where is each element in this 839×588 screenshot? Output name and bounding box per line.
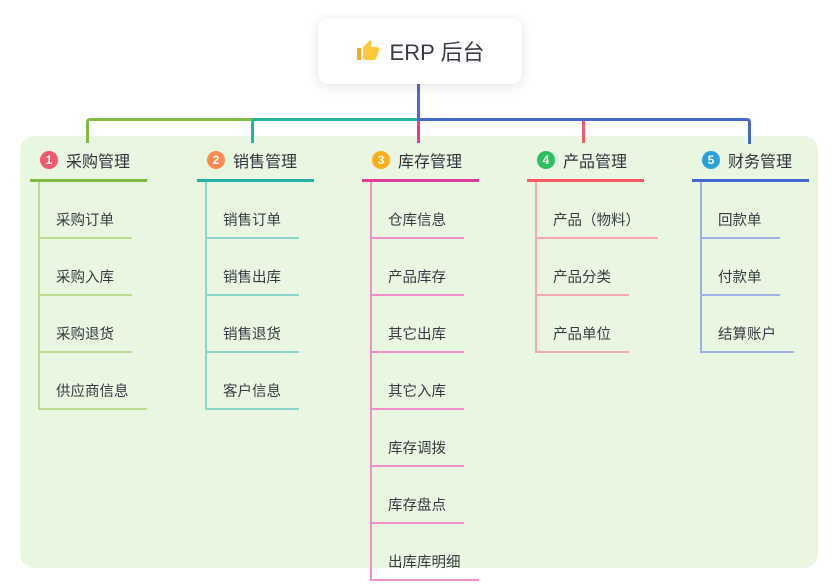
child-node[interactable]: 产品库存 — [372, 239, 464, 296]
child-node[interactable]: 其它出库 — [372, 296, 464, 353]
child-node[interactable]: 其它入库 — [372, 353, 464, 410]
branch-badge: 1 — [40, 151, 58, 169]
connector-branch-5 — [417, 118, 751, 144]
branch-title: 财务管理 — [728, 154, 793, 171]
branch-children: 仓库信息 产品库存 其它出库 其它入库 库存调拨 库存盘点 出库库明细 — [370, 182, 479, 581]
child-node[interactable]: 销售退货 — [207, 296, 299, 353]
root-node[interactable]: ERP 后台 — [318, 18, 522, 84]
branch-header-inventory[interactable]: 3 库存管理 — [362, 146, 479, 182]
child-node[interactable]: 客户信息 — [207, 353, 299, 410]
child-node[interactable]: 出库库明细 — [372, 524, 479, 581]
branch-finance: 5 财务管理 回款单 付款单 结算账户 — [692, 146, 809, 353]
branch-inventory: 3 库存管理 仓库信息 产品库存 其它出库 其它入库 库存调拨 库存盘点 出库库… — [362, 146, 479, 581]
child-node[interactable]: 回款单 — [702, 182, 780, 239]
branch-header-finance[interactable]: 5 财务管理 — [692, 146, 809, 182]
child-node[interactable]: 结算账户 — [702, 296, 794, 353]
branch-title: 产品管理 — [563, 154, 628, 171]
connector-branch-3 — [417, 121, 420, 143]
child-node[interactable]: 销售出库 — [207, 239, 299, 296]
branch-badge: 5 — [702, 151, 720, 169]
branch-product: 4 产品管理 产品（物料） 产品分类 产品单位 — [527, 146, 658, 353]
child-node[interactable]: 仓库信息 — [372, 182, 464, 239]
branch-title: 销售管理 — [233, 154, 298, 171]
child-node[interactable]: 产品分类 — [537, 239, 629, 296]
child-node[interactable]: 采购入库 — [40, 239, 132, 296]
branch-badge: 3 — [372, 151, 390, 169]
branch-header-product[interactable]: 4 产品管理 — [527, 146, 644, 182]
branch-header-sales[interactable]: 2 销售管理 — [197, 146, 314, 182]
root-title: ERP 后台 — [389, 40, 485, 65]
connector-branch-2 — [251, 118, 419, 143]
connector-branch-4 — [582, 121, 585, 143]
branch-header-purchase[interactable]: 1 采购管理 — [30, 146, 147, 182]
branch-children: 回款单 付款单 结算账户 — [700, 182, 794, 353]
branch-title: 采购管理 — [66, 154, 131, 171]
thumbs-up-icon — [356, 40, 379, 60]
connector-root — [417, 84, 420, 121]
child-node[interactable]: 采购订单 — [40, 182, 132, 239]
child-node[interactable]: 产品单位 — [537, 296, 629, 353]
branch-children: 产品（物料） 产品分类 产品单位 — [535, 182, 658, 353]
branch-children: 销售订单 销售出库 销售退货 客户信息 — [205, 182, 299, 410]
branch-badge: 4 — [537, 151, 555, 169]
child-node[interactable]: 采购退货 — [40, 296, 132, 353]
branch-children: 采购订单 采购入库 采购退货 供应商信息 — [38, 182, 147, 410]
child-node[interactable]: 销售订单 — [207, 182, 299, 239]
branch-purchase: 1 采购管理 采购订单 采购入库 采购退货 供应商信息 — [30, 146, 147, 410]
branch-title: 库存管理 — [398, 154, 463, 171]
branch-sales: 2 销售管理 销售订单 销售出库 销售退货 客户信息 — [197, 146, 314, 410]
child-node[interactable]: 供应商信息 — [40, 353, 147, 410]
child-node[interactable]: 库存盘点 — [372, 467, 464, 524]
child-node[interactable]: 产品（物料） — [537, 182, 658, 239]
child-node[interactable]: 库存调拨 — [372, 410, 464, 467]
child-node[interactable]: 付款单 — [702, 239, 780, 296]
branch-badge: 2 — [207, 151, 225, 169]
